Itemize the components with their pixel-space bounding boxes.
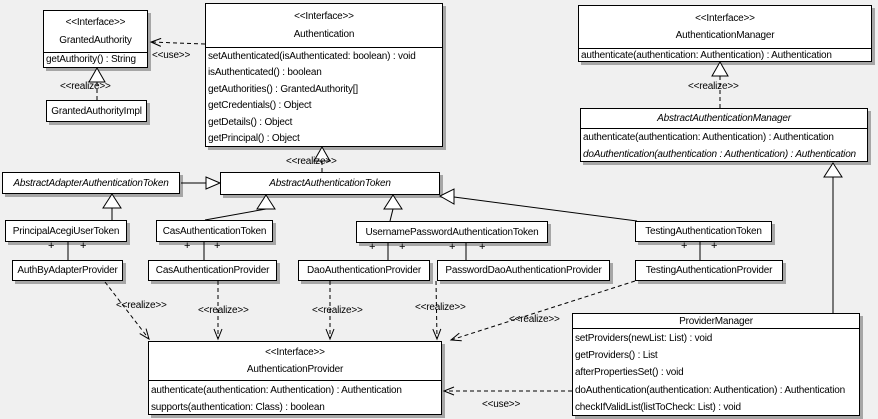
class-name: AbstractAuthenticationManager <box>657 113 791 124</box>
association-plus-label: + <box>80 240 87 252</box>
class-auth-by-adapter-provider[interactable]: AuthByAdapterProvider <box>12 260 123 281</box>
realize-label: <<realize>> <box>198 305 249 316</box>
class-name: AbstractAuthenticationToken <box>269 178 391 189</box>
class-principal-acegi-user-token[interactable]: PrincipalAcegiUserToken <box>5 220 127 242</box>
realize-label: <<realize>> <box>688 81 739 92</box>
generalization-providermanager-abstractauthenticationmanager[interactable] <box>823 162 843 313</box>
class-name: AuthenticationProvider <box>246 363 344 375</box>
methods-compartment: getAuthority() : String <box>44 52 147 67</box>
method: authenticate(authentication: Authenticat… <box>581 49 832 61</box>
class-authentication-provider[interactable]: <<Interface>> AuthenticationProvider aut… <box>148 341 442 415</box>
association-plus-label: + <box>369 241 376 253</box>
method: authenticate(authentication: Authenticat… <box>151 385 402 396</box>
association-plus-label: + <box>214 240 221 252</box>
realize-label: <<realize>> <box>415 302 466 313</box>
class-header: <<Interface>> Authentication <box>206 4 442 47</box>
class-name: GrantedAuthority <box>59 34 132 46</box>
method: getCredentials() : Object <box>208 100 312 112</box>
class-name: ProviderManager <box>679 315 753 327</box>
method: getAuthorities() : GrantedAuthority[] <box>208 83 358 95</box>
use-dependency-authentication-grantedauthority[interactable] <box>149 37 206 47</box>
class-header: <<Interface>> GrantedAuthority <box>44 11 147 52</box>
method: authenticate(authentication: Authenticat… <box>583 132 834 143</box>
method: getDetails() : Object <box>208 116 293 128</box>
class-name: AuthByAdapterProvider <box>17 265 118 276</box>
association-plus-label: + <box>399 241 406 253</box>
method: doAuthentication(authentication : Authen… <box>583 149 856 161</box>
method: getPrincipal() : Object <box>208 133 300 145</box>
methods-compartment: authenticate(authentication: Authenticat… <box>581 128 867 161</box>
method: setProviders(newList: List) : void <box>575 333 713 344</box>
association-plus-label: + <box>48 240 55 252</box>
class-name: TestingAuthenticationToken <box>645 226 762 237</box>
association-plus-label: + <box>184 240 191 252</box>
class-granted-authority-impl[interactable]: GrantedAuthorityImpl <box>46 100 147 122</box>
generalization-principalacegiusertoken-abstractadaptertoken[interactable] <box>102 193 122 220</box>
class-dao-authentication-provider[interactable]: DaoAuthenticationProvider <box>298 260 430 281</box>
class-cas-authentication-token[interactable]: CasAuthenticationToken <box>156 220 273 242</box>
class-name: DaoAuthenticationProvider <box>307 265 421 276</box>
class-name: AuthenticationManager <box>675 30 775 42</box>
association-plus-label: + <box>479 241 486 253</box>
class-authentication[interactable]: <<Interface>> Authentication setAuthenti… <box>205 3 443 147</box>
use-label: <<use>> <box>482 399 521 410</box>
class-abstract-authentication-manager[interactable]: AbstractAuthenticationManager authentica… <box>580 108 868 162</box>
class-abstract-adapter-authentication-token[interactable]: AbstractAdapterAuthenticationToken <box>2 172 180 194</box>
class-header: ProviderManager <box>573 314 859 328</box>
class-name: AbstractAdapterAuthenticationToken <box>13 177 169 189</box>
class-name: CasAuthenticationToken <box>162 225 267 237</box>
class-password-dao-authentication-provider[interactable]: PasswordDaoAuthenticationProvider <box>437 260 610 281</box>
use-label: <<use>> <box>152 50 191 61</box>
class-name: UsernamePasswordAuthenticationToken <box>365 226 539 238</box>
realize-label: <<realize>> <box>312 305 363 316</box>
association-plus-label: + <box>681 240 688 252</box>
class-cas-authentication-provider[interactable]: CasAuthenticationProvider <box>148 260 277 281</box>
class-username-password-authentication-token[interactable]: UsernamePasswordAuthenticationToken <box>356 221 548 243</box>
generalization-casauthenticationtoken-abstracttoken[interactable] <box>204 194 276 221</box>
method: supports(authentication: Class) : boolea… <box>151 402 325 414</box>
realize-label: <<realize>> <box>60 81 111 92</box>
class-name: PrincipalAcegiUserToken <box>12 225 120 237</box>
class-granted-authority[interactable]: <<Interface>> GrantedAuthority getAuthor… <box>43 10 148 68</box>
class-testing-authentication-token[interactable]: TestingAuthenticationToken <box>635 221 772 242</box>
method: isAuthenticated() : boolean <box>208 67 322 79</box>
stereotype-label: <<Interface>> <box>294 11 354 22</box>
method: getAuthority() : String <box>46 53 136 65</box>
class-name: CasAuthenticationProvider <box>155 265 270 276</box>
method: setAuthenticated(isAuthenticated: boolea… <box>208 51 416 62</box>
stereotype-label: <<Interface>> <box>265 347 325 359</box>
stereotype-label: <<Interface>> <box>65 17 126 29</box>
method: getProviders() : List <box>575 350 658 362</box>
class-name: GrantedAuthorityImpl <box>51 105 142 117</box>
association-plus-label: + <box>449 241 456 253</box>
method: afterPropertiesSet() : void <box>575 367 684 379</box>
class-header: <<Interface>> AuthenticationManager <box>579 6 871 48</box>
generalization-abstractadaptertoken-abstracttoken[interactable] <box>181 176 222 190</box>
class-name: TestingAuthenticationProvider <box>645 265 773 276</box>
methods-compartment: authenticate(authentication: Authenticat… <box>149 380 441 414</box>
realize-label: <<realize>> <box>116 300 167 311</box>
class-name: Authentication <box>293 29 355 40</box>
realize-label: <<realize>> <box>286 156 337 167</box>
class-testing-authentication-provider[interactable]: TestingAuthenticationProvider <box>635 260 783 281</box>
class-provider-manager[interactable]: ProviderManager setProviders(newList: Li… <box>572 313 860 416</box>
class-authentication-manager[interactable]: <<Interface>> AuthenticationManager auth… <box>578 5 872 62</box>
class-header: AbstractAuthenticationManager <box>581 109 867 128</box>
class-header: <<Interface>> AuthenticationProvider <box>149 342 441 380</box>
methods-compartment: authenticate(authentication: Authenticat… <box>579 48 871 61</box>
stereotype-label: <<Interface>> <box>695 12 755 24</box>
generalization-usernamepasswordtoken-abstracttoken[interactable] <box>383 194 403 222</box>
association-plus-label: + <box>711 240 718 252</box>
method: doAuthentication(authentication: Authent… <box>575 384 845 396</box>
generalization-testingauthenticationtoken-abstracttoken[interactable] <box>438 188 638 222</box>
methods-compartment: setAuthenticated(isAuthenticated: boolea… <box>206 47 442 146</box>
method: checkIfValidList(listToCheck: List) : vo… <box>575 401 741 413</box>
realize-label: <<realize>> <box>509 314 560 325</box>
class-abstract-authentication-token[interactable]: AbstractAuthenticationToken <box>220 172 440 195</box>
class-name: PasswordDaoAuthenticationProvider <box>445 265 602 276</box>
methods-compartment: setProviders(newList: List) : void getPr… <box>573 328 859 415</box>
